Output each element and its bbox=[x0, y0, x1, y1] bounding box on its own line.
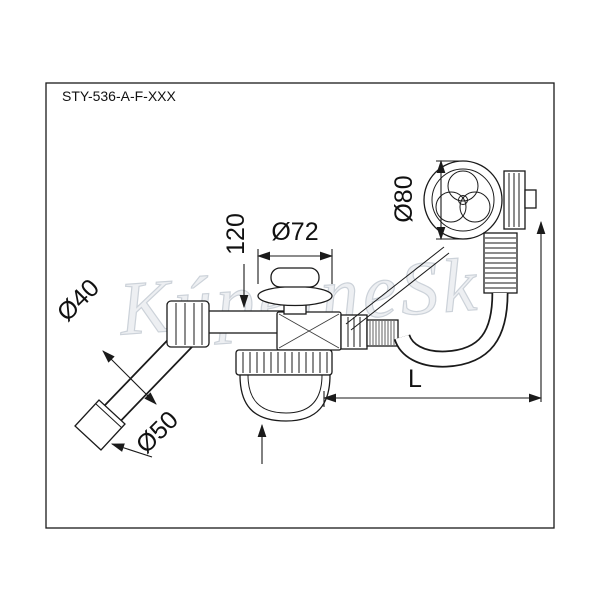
drain-flange bbox=[257, 267, 333, 315]
overflow-cap-front bbox=[423, 160, 503, 240]
waste-cuff bbox=[74, 399, 126, 451]
dim-40-label: Ø40 bbox=[52, 274, 105, 327]
dim-L: L bbox=[322, 220, 546, 407]
dim-120-label: 120 bbox=[222, 213, 250, 255]
dim-L-label: L bbox=[408, 365, 422, 393]
elbow-nut bbox=[166, 300, 210, 348]
dim-72: Ø72 bbox=[256, 218, 334, 284]
dim-50-label: Ø50 bbox=[131, 406, 184, 459]
overflow-cap-side bbox=[503, 170, 537, 230]
dim-120: 120 bbox=[222, 213, 267, 464]
siphon-body bbox=[276, 311, 342, 351]
trap-bowl bbox=[239, 374, 331, 422]
dim-80: Ø80 bbox=[390, 159, 462, 241]
horizontal-pipe bbox=[205, 310, 287, 334]
trap-nut bbox=[235, 349, 333, 376]
dim-72-label: Ø72 bbox=[271, 218, 318, 246]
overflow-hose bbox=[393, 292, 509, 368]
overflow-hose-ribbed bbox=[483, 232, 518, 294]
dim-80-label: Ø80 bbox=[390, 175, 418, 222]
threaded-stub bbox=[366, 319, 399, 347]
drawing-frame bbox=[45, 82, 555, 529]
part-code-label: STY-536-A-F-XXX bbox=[62, 88, 177, 104]
control-cable bbox=[345, 246, 450, 331]
